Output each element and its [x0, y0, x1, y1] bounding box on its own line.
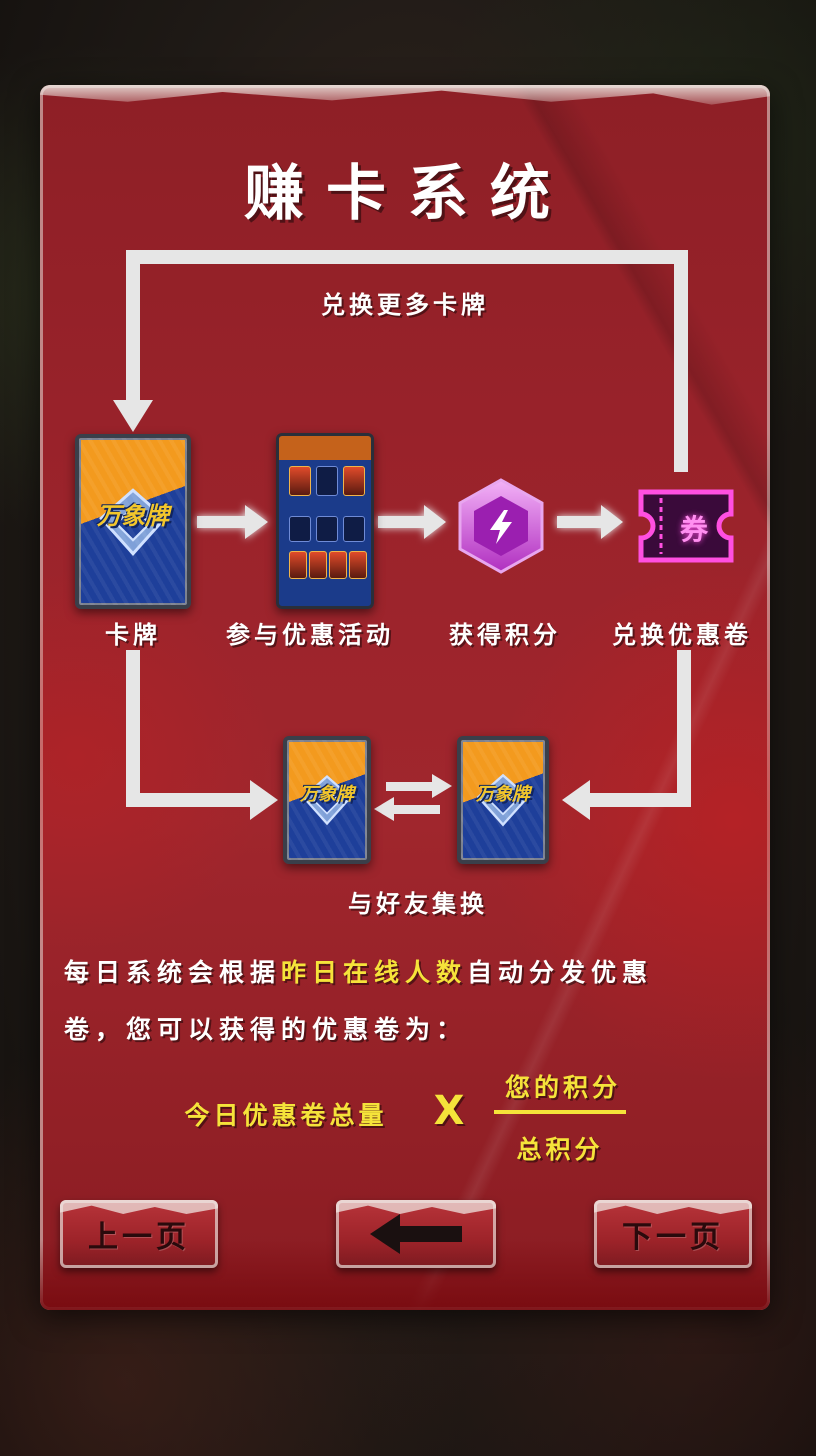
- exchange-card-left[interactable]: 万象牌: [283, 736, 371, 864]
- formula-denominator: 总积分: [516, 1135, 604, 1164]
- arrow-head-left-right-branch: [562, 780, 590, 820]
- exchange-card-right[interactable]: 万象牌: [457, 736, 549, 864]
- top-loop-label: 兑换更多卡牌: [321, 291, 489, 319]
- step-arrow-3-head: [601, 505, 623, 539]
- page-title: 赚卡系统: [244, 159, 572, 229]
- description-prefix: 每日系统会根据: [64, 958, 282, 987]
- step-label-card: 卡牌: [105, 621, 161, 649]
- swap-arrow-left-head: [374, 797, 394, 821]
- card-brand-text: 万象牌: [476, 784, 530, 805]
- description-highlight: 昨日在线人数: [281, 958, 468, 987]
- formula-fraction-bar: [494, 1110, 626, 1114]
- description-line-2: 卷，您可以获得的优惠卷为：: [64, 1015, 468, 1044]
- description-suffix: 自动分发优惠: [467, 958, 654, 987]
- exchange-label: 与好友集换: [348, 890, 488, 918]
- coupon-icon: [638, 489, 734, 563]
- arrow-head-right-left-branch: [250, 780, 278, 820]
- activity-screen[interactable]: [276, 433, 374, 609]
- card-brand-text: 万象牌: [97, 502, 169, 530]
- branch-arrow-right: [585, 650, 691, 807]
- points-badge-icon: [458, 478, 544, 574]
- main-panel: [40, 85, 770, 1310]
- step-label-coupon: 兑换优惠卷: [612, 621, 752, 649]
- step-arrow-2-shaft: [378, 516, 426, 528]
- formula-left: 今日优惠卷总量: [184, 1101, 388, 1130]
- swap-arrow-left-shaft: [392, 805, 440, 814]
- card-item[interactable]: 万象牌: [75, 434, 191, 609]
- step-arrow-1-shaft: [197, 516, 247, 528]
- step-label-activity: 参与优惠活动: [226, 621, 394, 649]
- coupon-char: 券: [679, 513, 712, 546]
- formula-operator: X: [433, 1088, 469, 1134]
- step-label-points: 获得积分: [449, 621, 561, 649]
- step-arrow-3-shaft: [557, 516, 603, 528]
- card-brand-text: 万象牌: [300, 784, 354, 805]
- arrow-head-down: [113, 400, 153, 432]
- swap-arrow-right-head: [432, 774, 452, 798]
- next-page-button[interactable]: 下一页: [594, 1200, 752, 1268]
- swap-arrow-right-shaft: [386, 782, 434, 791]
- back-arrow-icon: [370, 1214, 462, 1254]
- formula-numerator: 您的积分: [504, 1073, 621, 1102]
- description-line-1: 每日系统会根据昨日在线人数自动分发优惠: [64, 946, 764, 1000]
- step-arrow-2-head: [424, 505, 446, 539]
- branch-arrow-left: [126, 650, 255, 807]
- back-button[interactable]: [336, 1200, 496, 1268]
- step-arrow-1-head: [245, 505, 268, 539]
- loop-arrow-top: [126, 250, 688, 472]
- prev-page-button[interactable]: 上一页: [60, 1200, 218, 1268]
